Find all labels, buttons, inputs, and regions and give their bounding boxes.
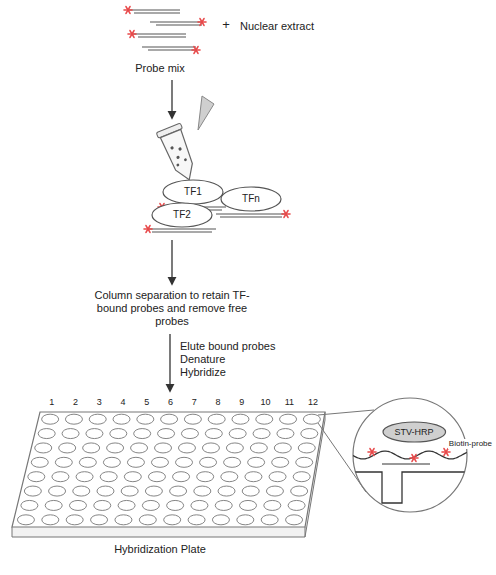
column-number: 9 [239,397,244,408]
plus-sign: + [222,17,230,33]
step-note: Hybridize [180,366,226,379]
transcription-factor: TF2 [151,202,213,228]
column-number: 4 [121,397,126,408]
part-label: Biotin-probe [448,439,493,449]
column-number: 10 [261,397,271,408]
column-number: 12 [308,397,318,408]
node-text: TF2 [151,202,213,221]
streptavidin-hrp: STV-HRP [382,421,447,443]
column-number: 8 [216,397,221,408]
node-text: TFn [220,186,282,205]
step-note: Column separation to retain TF-bound pro… [92,289,252,329]
plate-caption: Hybridization Plate [114,543,206,556]
label-stars [124,7,450,462]
transcription-factor: TF1 [162,179,224,205]
hybridization-plate [12,412,325,537]
probe-mix [128,10,202,50]
step-label: Probe mix [135,62,185,75]
column-number: 11 [285,397,294,408]
column-number: 6 [168,397,173,408]
node-text: TF1 [162,179,224,198]
step-note: Denature [180,353,225,366]
step-note: Elute bound probes [180,340,275,353]
node-text: STV-HRP [382,421,447,437]
column-number: 3 [97,397,102,408]
column-number: 7 [192,397,197,408]
column-number: 5 [144,397,149,408]
step-label: Nuclear extract [240,20,314,33]
column-number: 2 [73,397,78,408]
pipette-and-tube [156,96,214,185]
column-number: 1 [49,397,54,408]
zoom-callout [318,398,470,512]
transcription-factor: TFn [220,186,282,212]
